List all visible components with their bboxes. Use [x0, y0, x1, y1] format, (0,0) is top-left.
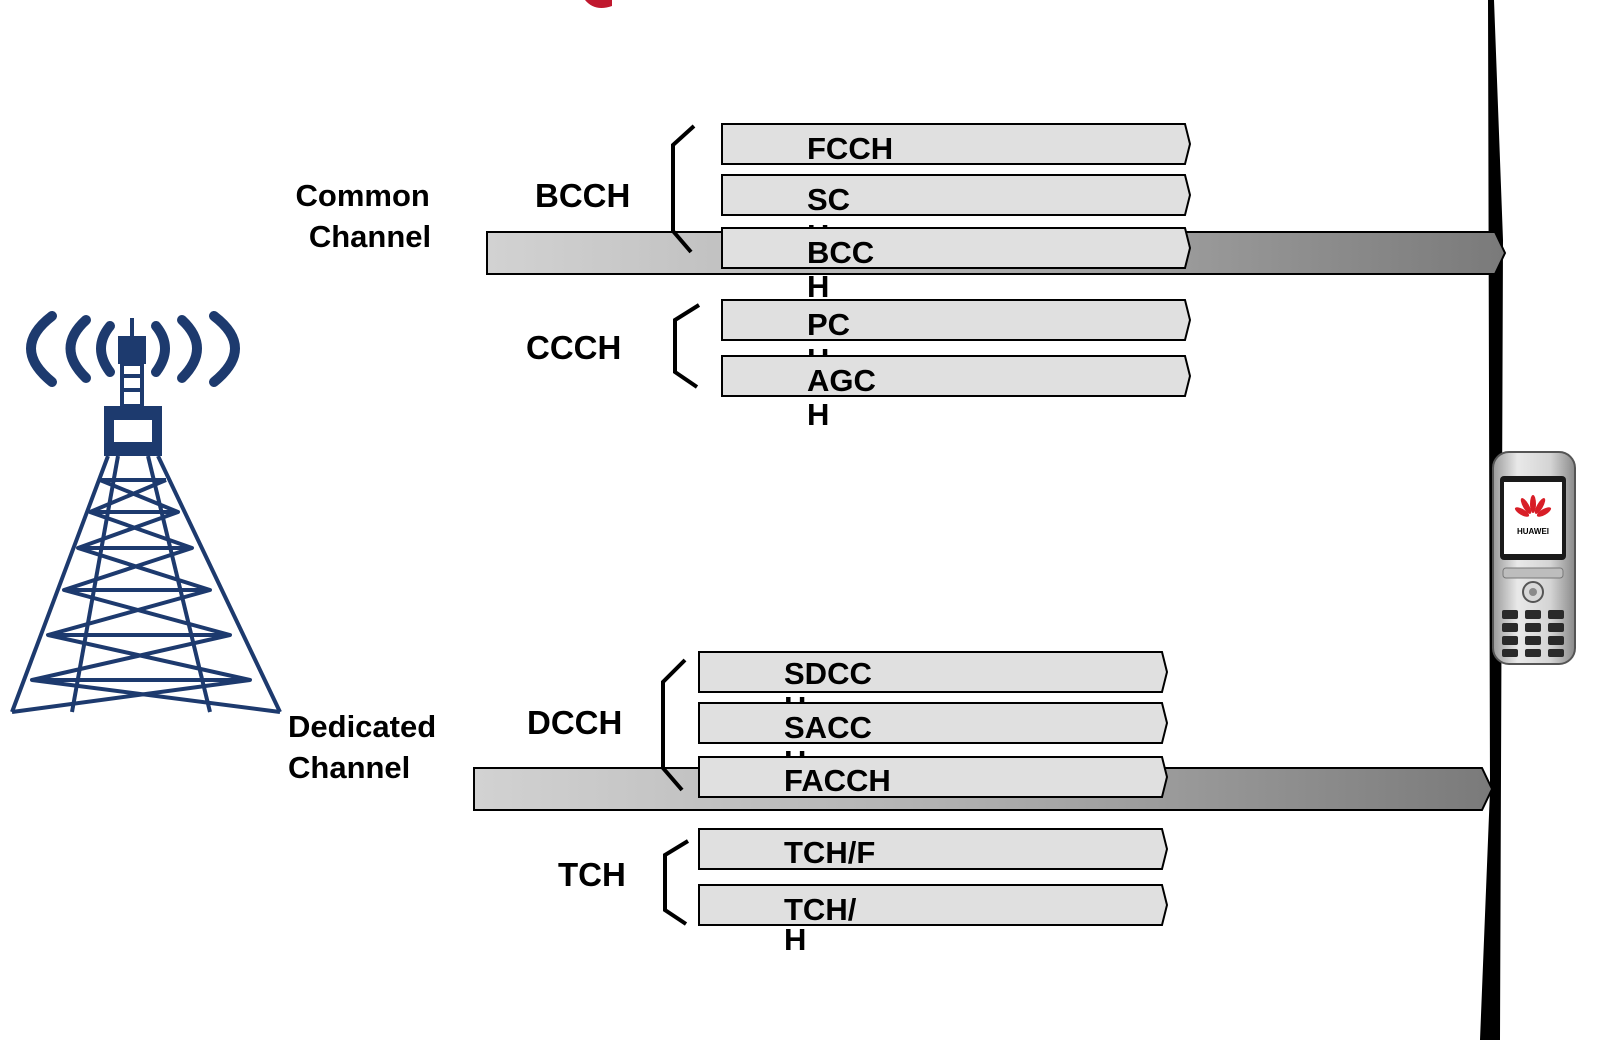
common-channel-label-line1: Common — [296, 178, 430, 213]
sacch-label-line1: SACC — [784, 710, 872, 745]
phone-brand-text: HUAWEI — [1517, 527, 1549, 536]
fcch-label-line1: FCCH — [807, 131, 893, 166]
channel-box-tch-h: TCH/ H — [698, 884, 1169, 957]
fcch-box — [721, 123, 1192, 165]
title-fragment — [585, 0, 612, 8]
antenna-head — [118, 336, 146, 364]
ccch-brace — [673, 303, 701, 389]
ccch-label: CCCH — [526, 329, 621, 366]
sdcch-label-line1: SDCC — [784, 656, 872, 691]
dedicated-channel-label: Dedicated Channel — [288, 709, 445, 785]
bcch-channel-label-line2: H — [807, 269, 829, 304]
common-channel-label: Common Channel — [296, 178, 439, 254]
dcch-brace — [661, 658, 687, 792]
bcch-group: BCCH FCCH SC H BCC H — [535, 123, 1192, 304]
sdcch-box — [698, 651, 1169, 693]
channel-box-pch: PC H — [721, 299, 1192, 377]
sch-box — [721, 174, 1192, 216]
radio-waves-icon — [26, 311, 240, 387]
channel-box-sdcch: SDCC H — [698, 651, 1169, 725]
sdcch-label: SDCC H — [784, 656, 880, 725]
bcch-brace — [671, 124, 696, 254]
pch-box — [721, 299, 1192, 341]
tch-h-label-line2: H — [784, 922, 806, 957]
bcch-channel-label: BCC H — [807, 235, 883, 304]
tch-h-label: TCH/ H — [784, 892, 865, 957]
channel-box-facch: FACCH — [698, 756, 1169, 798]
bcch-label: BCCH — [535, 177, 630, 214]
channel-box-bcch: BCC H — [721, 227, 1192, 304]
agch-label-line1: AGC — [807, 363, 876, 398]
agch-box — [721, 355, 1192, 397]
tch-label: TCH — [558, 856, 626, 893]
sch-label-line1: SC — [807, 182, 850, 217]
bcch-channel-label-line1: BCC — [807, 235, 874, 270]
agch-label: AGC H — [807, 363, 885, 432]
channel-box-fcch: FCCH — [721, 123, 1192, 166]
channel-box-sch: SC H — [721, 174, 1192, 253]
channel-box-sacch: SACC H — [698, 702, 1169, 779]
phone-keypad — [1502, 610, 1564, 657]
tch-f-box — [698, 828, 1169, 870]
tch-h-label-line1: TCH/ — [784, 892, 857, 927]
tch-h-box — [698, 884, 1169, 926]
common-channel-label-line2: Channel — [309, 219, 431, 254]
dcch-group: DCCH SDCC H SACC H FACCH — [527, 651, 1169, 798]
huawei-logo-icon — [1514, 495, 1552, 517]
tch-f-label: TCH/F — [784, 835, 875, 870]
facch-label-line1: FACCH — [784, 763, 891, 798]
pch-label-line1: PC — [807, 307, 850, 342]
fcch-label: FCCH — [807, 131, 893, 166]
tch-group: TCH TCH/F TCH/ H — [558, 828, 1169, 957]
tch-f-label-line1: TCH/F — [784, 835, 875, 870]
bcch-box — [721, 227, 1192, 269]
facch-label: FACCH — [784, 763, 891, 798]
common-channel-section: Common Channel BCCH FCCH SC H — [296, 123, 1507, 432]
base-station-tower-icon — [10, 311, 282, 714]
tch-brace — [663, 839, 690, 926]
channel-box-agch: AGC H — [721, 355, 1192, 432]
ccch-group: CCCH PC H AGC H — [526, 299, 1192, 432]
facch-box — [698, 756, 1169, 798]
channel-box-tch-f: TCH/F — [698, 828, 1169, 870]
dedicated-channel-section: Dedicated Channel DCCH SDCC H SACC H — [288, 651, 1494, 957]
agch-label-line2: H — [807, 397, 829, 432]
dedicated-channel-label-line1: Dedicated — [288, 709, 436, 744]
dedicated-channel-label-line2: Channel — [288, 750, 410, 785]
dcch-label: DCCH — [527, 704, 622, 741]
sacch-box — [698, 702, 1169, 744]
mobile-phone-icon: HUAWEI — [1492, 451, 1576, 665]
